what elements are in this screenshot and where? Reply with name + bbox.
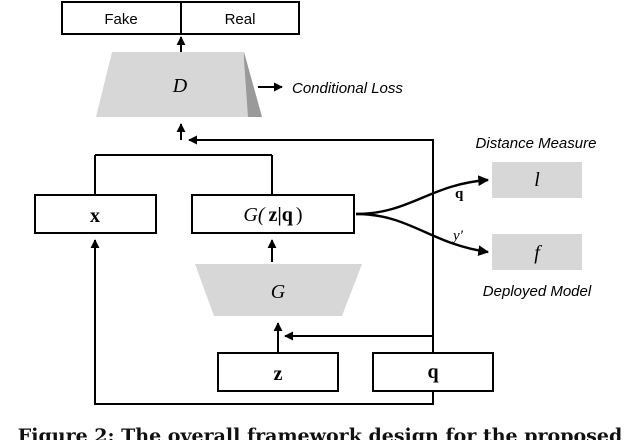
l-label: l bbox=[534, 169, 540, 191]
distance-measure-title: Distance Measure bbox=[476, 135, 597, 152]
f-box: f bbox=[492, 234, 582, 270]
generator-inputs bbox=[273, 322, 433, 353]
generator-label: G bbox=[271, 281, 286, 303]
gzq-box: G(z|q) bbox=[191, 194, 355, 234]
figure-caption: Figure 2: The overall framework design f… bbox=[17, 425, 623, 440]
x-input-loop bbox=[90, 239, 434, 405]
gzq-label: G(z|q) bbox=[243, 204, 302, 226]
l-box: l bbox=[492, 162, 582, 198]
z-label: z bbox=[274, 363, 283, 385]
discriminator-label: D bbox=[172, 75, 188, 97]
merge-lines bbox=[94, 123, 434, 353]
discriminator: D bbox=[96, 52, 262, 117]
fake-label: Fake bbox=[104, 11, 137, 28]
edge-q-label: q bbox=[455, 186, 464, 202]
q-box: q bbox=[372, 352, 494, 392]
conditional-loss-label: Conditional Loss bbox=[292, 80, 403, 97]
f-label: f bbox=[534, 242, 542, 264]
output-box: Fake Real bbox=[61, 1, 300, 35]
x-label: x bbox=[90, 205, 100, 227]
q-label: q bbox=[427, 361, 438, 383]
generator: G bbox=[195, 264, 362, 316]
real-label: Real bbox=[225, 11, 256, 28]
edge-y-label: y′ bbox=[451, 228, 464, 244]
split-arrows bbox=[355, 175, 490, 257]
deployed-model-title: Deployed Model bbox=[483, 283, 592, 300]
x-box: x bbox=[34, 194, 157, 234]
z-box: z bbox=[217, 352, 339, 392]
